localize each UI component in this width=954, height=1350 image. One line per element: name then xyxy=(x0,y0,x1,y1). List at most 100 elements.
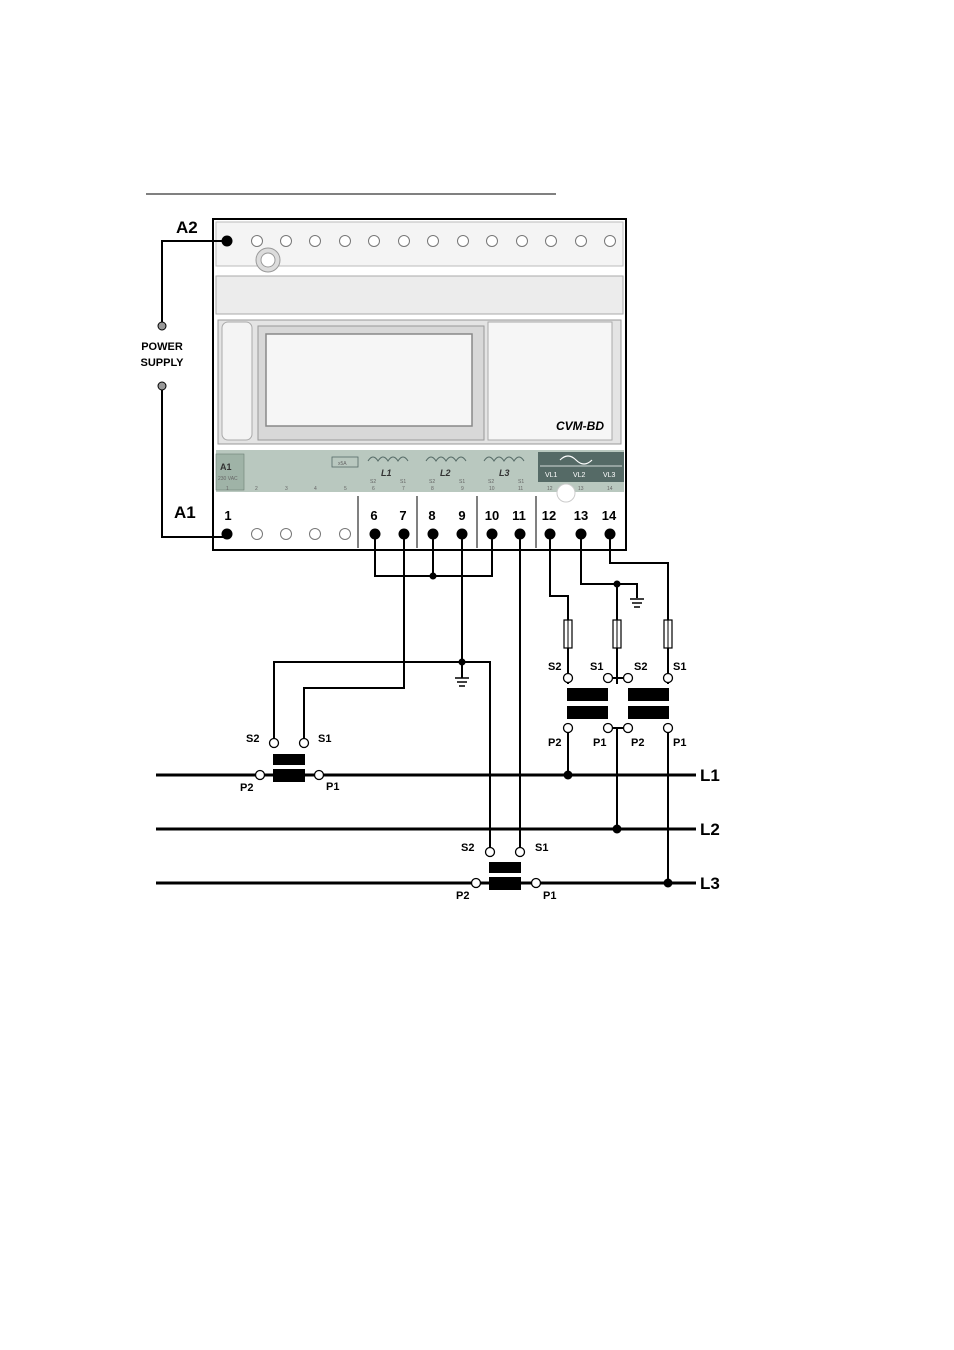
line-l1-label: L1 xyxy=(700,766,720,785)
vt2-s2-label: S2 xyxy=(634,661,647,673)
vt2-s1-label: S1 xyxy=(673,661,686,673)
terminal-9-label: 9 xyxy=(458,508,465,523)
release-clip xyxy=(556,483,576,503)
left-clip xyxy=(221,321,253,441)
power-label-line2: SUPPLY xyxy=(140,357,184,369)
strip-ct-l1: L1 xyxy=(381,468,392,478)
strip-num-12: 12 xyxy=(547,486,553,492)
connected-terminals xyxy=(221,528,616,540)
terminal-a2-label: A2 xyxy=(176,218,198,237)
ct1-p1-label: P1 xyxy=(326,781,339,793)
strip-num-3: 3 xyxy=(285,486,288,492)
strip-num-6: 6 xyxy=(372,486,375,492)
terminal-11 xyxy=(514,528,526,540)
current-transformer-l1 xyxy=(254,737,325,782)
strip-s2: S2 xyxy=(429,479,435,485)
terminal-7 xyxy=(398,528,410,540)
strip-num-4: 4 xyxy=(314,486,317,492)
strip-num-1: 1 xyxy=(226,486,229,492)
earth-icon xyxy=(455,662,469,687)
vt1-p2-label: P2 xyxy=(548,737,561,749)
terminal-13 xyxy=(575,528,587,540)
terminal-a2 xyxy=(221,235,233,247)
terminal-11-label: 11 xyxy=(512,508,526,523)
ct1-s1-label: S1 xyxy=(318,733,331,745)
terminal-8-label: 8 xyxy=(428,508,435,523)
fuse-tag: x5A xyxy=(338,461,347,467)
device-housing: CVM-BD A1 230 VAC x5A L1 L2 L3 S2 S1 S2 S1… xyxy=(212,218,627,551)
strip-a1-sub: 230 VAC xyxy=(218,476,238,482)
ct3-p1-label: P1 xyxy=(543,890,556,902)
strip-ct-l3: L3 xyxy=(499,468,510,478)
supply-terminal-top xyxy=(157,321,167,331)
strip-num-2: 2 xyxy=(255,486,258,492)
lcd-screen xyxy=(265,333,473,427)
junction-l1 xyxy=(563,770,573,780)
power-label-line1: POWER xyxy=(141,341,183,353)
line-l3-label: L3 xyxy=(700,874,720,893)
strip-num-8: 8 xyxy=(431,486,434,492)
strip-s2: S2 xyxy=(370,479,376,485)
wire-ct3-s2 xyxy=(462,661,491,852)
strip-num-9: 9 xyxy=(461,486,464,492)
voltage-block xyxy=(538,452,624,482)
terminal-10-label: 10 xyxy=(485,508,499,523)
junction-l3 xyxy=(663,878,673,888)
wire-ct1-s1 xyxy=(303,534,405,742)
terminal-9 xyxy=(456,528,468,540)
ct3-p2-label: P2 xyxy=(456,890,469,902)
device-model: CVM-BD xyxy=(556,419,604,433)
top-terminals xyxy=(251,235,616,247)
terminal-14-label: 14 xyxy=(602,508,617,523)
strip-s1: S1 xyxy=(518,479,524,485)
vt2-p1-label: P1 xyxy=(673,737,686,749)
terminal-12-label: 12 xyxy=(542,508,556,523)
ct3-s1-label: S1 xyxy=(535,842,548,854)
ct1-s2-label: S2 xyxy=(246,733,259,745)
bottom-empty-terminals xyxy=(251,528,351,540)
label-panel xyxy=(487,321,613,441)
terminal-6 xyxy=(369,528,381,540)
terminal-8 xyxy=(427,528,439,540)
fuse-tag-box xyxy=(331,456,359,468)
strip-num-11: 11 xyxy=(518,486,523,492)
strip-vl3: VL3 xyxy=(603,472,616,479)
voltage-transformers xyxy=(567,677,669,883)
wire-voltage-13 xyxy=(580,534,638,598)
ct1-p2-label: P2 xyxy=(240,782,253,794)
terminal-12 xyxy=(544,528,556,540)
strip-a1: A1 xyxy=(220,462,232,472)
strip-s1: S1 xyxy=(400,479,406,485)
earth-icon xyxy=(630,598,644,608)
terminal-10 xyxy=(486,528,498,540)
terminal-14 xyxy=(604,528,616,540)
vt1-p1-label: P1 xyxy=(593,737,606,749)
vt2-p2-label: P2 xyxy=(631,737,644,749)
supply-terminal-bottom xyxy=(157,381,167,391)
strip-num-5: 5 xyxy=(344,486,347,492)
strip-s1: S1 xyxy=(459,479,465,485)
terminal-a1-label: A1 xyxy=(174,503,196,522)
terminal-1 xyxy=(221,528,233,540)
terminal-7-label: 7 xyxy=(399,508,406,523)
terminal-1-label: 1 xyxy=(224,508,231,523)
terminal-13-label: 13 xyxy=(574,508,588,523)
current-transformer-l3 xyxy=(470,846,542,890)
junction-l2 xyxy=(612,824,622,834)
vt1-s1-label: S1 xyxy=(590,661,603,673)
strip-vl1: VL1 xyxy=(545,472,558,479)
wire-a1 xyxy=(161,386,227,538)
strip-num-10: 10 xyxy=(489,486,495,492)
strip-num-13: 13 xyxy=(578,486,584,492)
sine-wave-icon xyxy=(559,455,593,465)
junction-common xyxy=(429,572,437,580)
wire-a2 xyxy=(161,240,227,326)
vt1-s2-label: S2 xyxy=(548,661,561,673)
junction-neutral xyxy=(613,580,621,588)
strip-ct-l2: L2 xyxy=(440,468,451,478)
strip-num-14: 14 xyxy=(607,486,613,492)
strip-s2: S2 xyxy=(488,479,494,485)
strip-num-7: 7 xyxy=(402,486,405,492)
terminal-6-label: 6 xyxy=(370,508,377,523)
wire-ct1-s2 xyxy=(273,661,462,742)
